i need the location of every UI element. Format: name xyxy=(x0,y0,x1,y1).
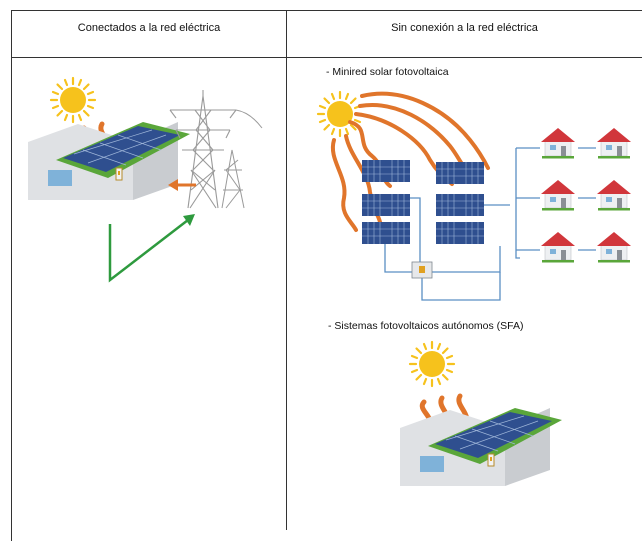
column-divider xyxy=(286,10,287,530)
label-minigrid: - Minired solar fotovoltaica xyxy=(326,66,449,78)
minigrid-illustration xyxy=(316,90,632,301)
sfa-illustration xyxy=(399,340,563,487)
comparison-table xyxy=(11,10,642,541)
grid-connected-illustration xyxy=(27,76,263,283)
header-divider xyxy=(11,57,642,58)
label-sfa: - Sistemas fotovoltaicos autónomos (SFA) xyxy=(328,320,524,332)
header-grid-connected: Conectados a la red eléctrica xyxy=(77,22,221,34)
header-off-grid: Sin conexión a la red eléctrica xyxy=(391,22,538,34)
illustrations xyxy=(27,76,632,487)
